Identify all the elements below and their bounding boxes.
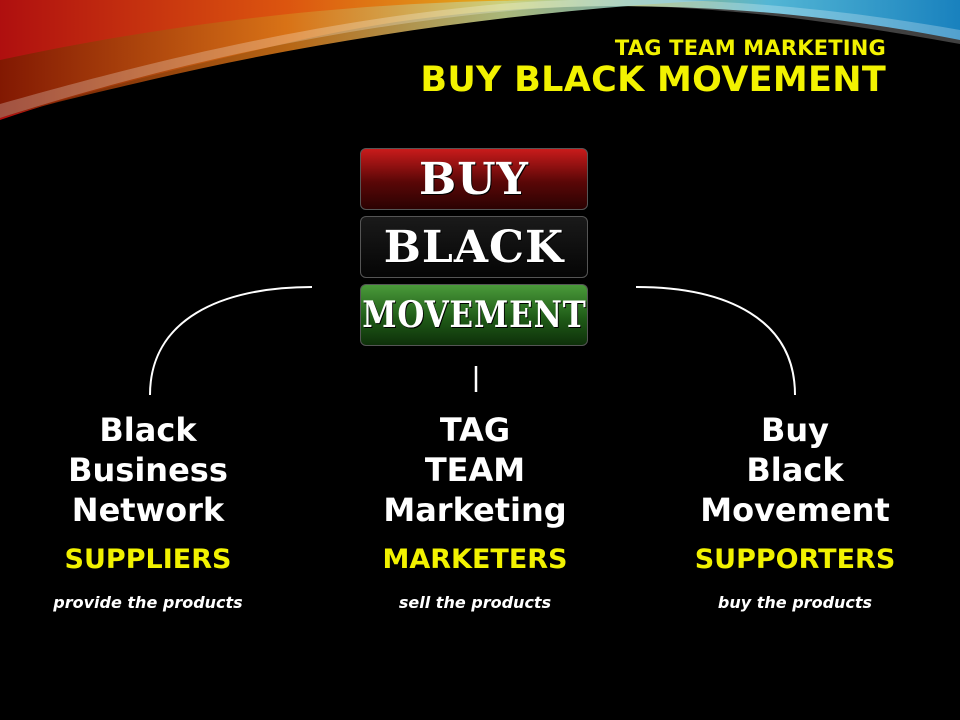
left-connector-arc: [150, 287, 312, 395]
column-title: TAG TEAM Marketing: [345, 410, 605, 530]
slide-title: BUY BLACK MOVEMENT: [420, 60, 886, 100]
logo-black-text: BLACK: [384, 222, 565, 273]
logo-buy-block: BUY: [360, 148, 588, 210]
slide-header: TAG TEAM MARKETING BUY BLACK MOVEMENT: [420, 36, 886, 100]
column-role: SUPPLIERS: [18, 544, 278, 575]
column-description: provide the products: [18, 593, 278, 612]
slide-subtitle: TAG TEAM MARKETING: [420, 36, 886, 60]
logo-movement-block: MOVEMENT: [360, 284, 588, 346]
column-description: sell the products: [345, 593, 605, 612]
column-role: SUPPORTERS: [665, 544, 925, 575]
right-connector-arc: [636, 287, 795, 395]
column-role: MARKETERS: [345, 544, 605, 575]
column-supporters: Buy Black Movement SUPPORTERS buy the pr…: [665, 410, 925, 612]
logo-black-block: BLACK: [360, 216, 588, 278]
column-title: Black Business Network: [18, 410, 278, 530]
column-title: Buy Black Movement: [665, 410, 925, 530]
logo-buy-text: BUY: [419, 154, 529, 205]
column-marketers: TAG TEAM Marketing MARKETERS sell the pr…: [345, 410, 605, 612]
column-suppliers: Black Business Network SUPPLIERS provide…: [18, 410, 278, 612]
logo-movement-text: MOVEMENT: [362, 294, 586, 336]
column-description: buy the products: [665, 593, 925, 612]
